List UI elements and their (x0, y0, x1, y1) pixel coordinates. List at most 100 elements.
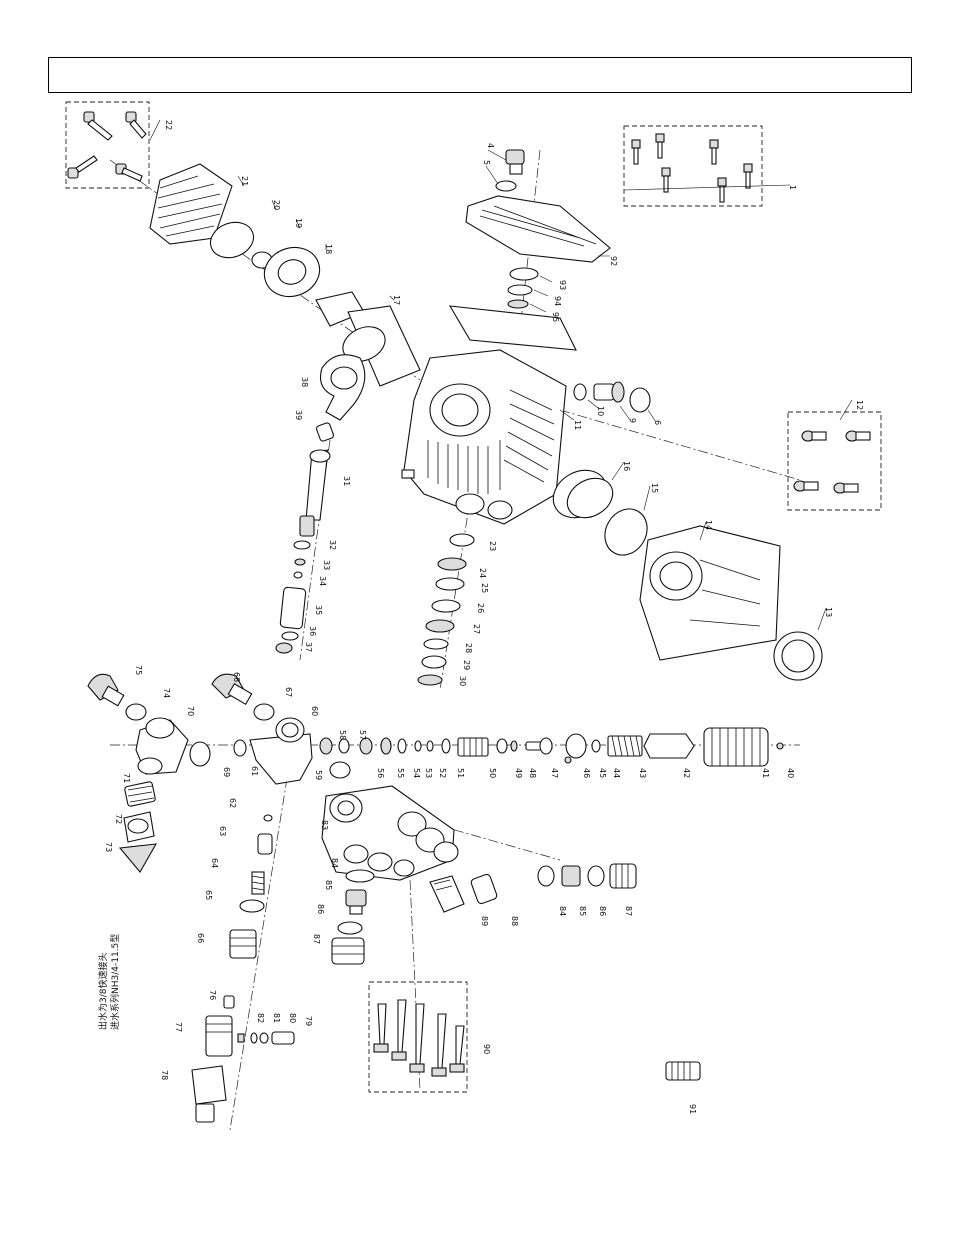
seal-part-29 (421, 655, 447, 669)
part-label-66: 66 (196, 933, 205, 943)
valve-cap-part-87b (609, 863, 637, 889)
manifold-part-83 (321, 785, 459, 881)
connecting-rod-part-38 (319, 354, 366, 421)
fitting-part-88 (429, 875, 465, 913)
washer-part-32 (293, 540, 311, 550)
plug-part-75 (87, 673, 125, 707)
part-label-63: 63 (218, 826, 227, 836)
bolt-kit-box-12 (787, 411, 882, 511)
part-label-54: 54 (412, 768, 421, 778)
ring-part-62 (263, 814, 273, 822)
part-label-67: 67 (284, 687, 293, 697)
o-ring-part-84 (345, 869, 375, 883)
part-label-26: 26 (476, 603, 485, 613)
part-label-93: 93 (558, 280, 567, 290)
spring-part-64 (251, 871, 265, 895)
part-label-38: 38 (300, 377, 309, 387)
part-label-50: 50 (488, 768, 497, 778)
part-label-31: 31 (342, 476, 351, 486)
ball-part-82 (237, 1033, 245, 1043)
part-label-73: 73 (104, 842, 113, 852)
crankcase-part-11 (401, 349, 567, 525)
valve-cap-part-87 (331, 937, 365, 965)
long-bolt-icon (373, 999, 465, 1077)
part-label-46: 46 (582, 768, 591, 778)
bolt-kit-box-90 (368, 981, 468, 1093)
part-label-30: 30 (458, 676, 467, 686)
part-label-90: 90 (482, 1044, 491, 1054)
ring-part-57 (338, 738, 350, 754)
bolt-kit-box-22 (65, 101, 150, 189)
seal-part-30 (417, 674, 443, 686)
part-label-49: 49 (514, 768, 523, 778)
oil-seal-part-13 (773, 631, 823, 681)
part-label-32: 32 (328, 540, 337, 550)
part-label-87b: 87 (624, 906, 633, 916)
part-label-45: 45 (598, 768, 607, 778)
part-label-72: 72 (114, 814, 123, 824)
part-label-60: 60 (310, 706, 319, 716)
part-label-56: 56 (376, 768, 385, 778)
part-label-47: 47 (550, 768, 559, 778)
bolt-icon (631, 133, 753, 203)
ring-part-49 (496, 738, 508, 754)
seal-part-93 (509, 267, 539, 281)
filter-cap-part-73 (118, 843, 158, 873)
screw-part-40 (776, 742, 784, 750)
seal-part-23 (449, 533, 475, 547)
part-label-15: 15 (650, 483, 659, 493)
note-line-2: 出水为3/8快速接头 (97, 953, 109, 1031)
nipple-part-71 (124, 781, 156, 807)
part-label-92: 92 (609, 256, 618, 266)
part-label-16: 16 (622, 461, 631, 471)
part-label-24: 24 (478, 568, 487, 578)
seal-part-27 (425, 619, 455, 633)
part-number-labels: 1456910111213141516171819202122232425262… (104, 120, 864, 1114)
ring-part-48 (510, 740, 518, 752)
part-label-23: 23 (488, 541, 497, 551)
o-ring-part-10 (573, 383, 587, 401)
bolt-icon (67, 111, 147, 182)
part-label-48: 48 (528, 768, 537, 778)
part-label-62: 62 (228, 798, 237, 808)
part-label-71: 71 (122, 773, 131, 783)
bolt-icon (793, 430, 871, 494)
seal-part-28 (423, 638, 449, 650)
knob-part-41 (703, 727, 769, 767)
part-label-12: 12 (855, 400, 864, 410)
check-valve-part-63 (257, 833, 273, 855)
seal-part-24 (437, 557, 467, 571)
part-label-74: 74 (162, 688, 171, 698)
seal-part-55 (380, 737, 392, 755)
part-label-35: 35 (314, 605, 323, 615)
quick-coupler-part-78 (191, 1065, 227, 1123)
oil-sight-part-9 (593, 381, 625, 403)
ring-part-80 (259, 1032, 269, 1044)
o-ring-part-86b (587, 865, 605, 887)
part-label-94: 94 (553, 296, 562, 306)
bearing-part-18 (263, 246, 321, 298)
part-label-65: 65 (204, 890, 213, 900)
nozzle-part-79 (271, 1031, 295, 1045)
part-label-29: 29 (462, 660, 471, 670)
washer-part-36 (281, 631, 299, 641)
plunger-guide-part-31 (299, 449, 331, 537)
o-ring-part-74 (125, 703, 147, 721)
part-label-27: 27 (472, 624, 481, 634)
part-label-61: 61 (250, 766, 259, 776)
part-label-52: 52 (438, 768, 447, 778)
nut-part-37 (275, 642, 293, 654)
part-label-34: 34 (318, 576, 327, 586)
tee-body-part-60 (249, 717, 313, 785)
part-label-22: 22 (164, 120, 173, 130)
part-label-64: 64 (210, 858, 219, 868)
part-label-75: 75 (134, 665, 143, 675)
part-label-40: 40 (786, 768, 795, 778)
part-label-86b: 86 (598, 906, 607, 916)
wrist-pin-part-39 (315, 422, 335, 442)
part-label-87: 87 (312, 934, 321, 944)
valve-part-56 (359, 737, 373, 755)
part-label-82: 82 (256, 1013, 265, 1023)
valve-part-85 (345, 889, 367, 915)
